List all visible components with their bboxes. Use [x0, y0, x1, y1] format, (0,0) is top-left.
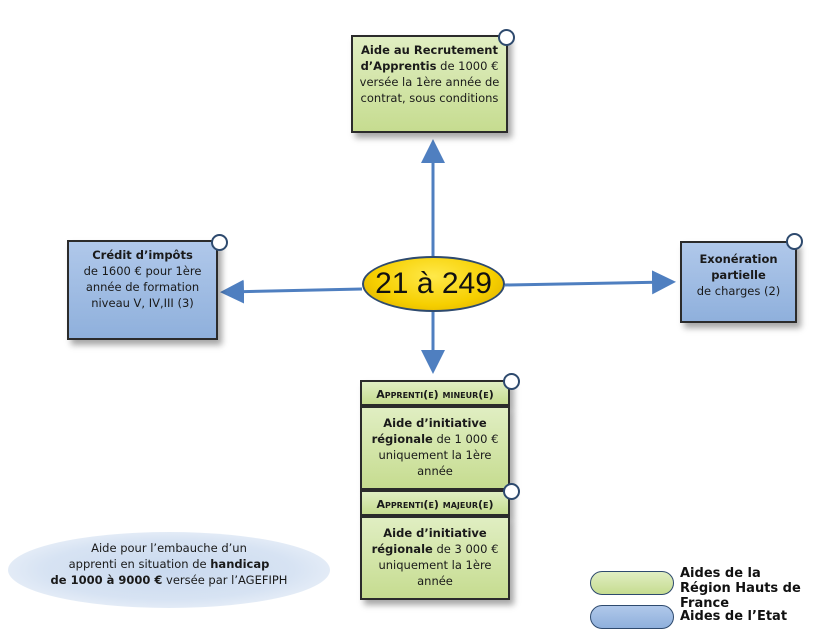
- center-label: 21 à 249: [375, 267, 492, 300]
- minor-header-label: Apprenti(e) mineur(e): [376, 388, 494, 401]
- legend-swatch-state: [590, 605, 674, 629]
- handicap-line-3-bold: de 1000 à 9000 €: [50, 573, 163, 587]
- minor-aid-title: Aide d’initiative régionale: [371, 416, 487, 446]
- circle-icon-left: [211, 234, 228, 251]
- top-aid-title: Aide au Recrutement d’Apprentis: [360, 43, 498, 73]
- legend-label-region: Aides de la Région Hauts de France: [680, 566, 801, 611]
- handicap-aid-ellipse: Aide pour l’embauche d’un apprenti en si…: [8, 532, 330, 608]
- major-header-label: Apprenti(e) majeur(e): [376, 498, 494, 511]
- handicap-line-2-bold: handicap: [210, 557, 270, 571]
- minor-header: Apprenti(e) mineur(e): [360, 380, 510, 406]
- major-header: Apprenti(e) majeur(e): [360, 490, 510, 516]
- right-aid-text: de charges (2): [696, 284, 781, 298]
- handicap-line-3-text: versée par l’AGEFIPH: [162, 573, 288, 587]
- left-aid-title: Crédit d’impôts: [92, 248, 193, 262]
- top-aid-text: de 1000 € versée la 1ère année de contra…: [359, 59, 500, 105]
- legend-label-state: Aides de l’Etat: [680, 609, 788, 624]
- handicap-line-2-text: apprenti en situation de: [68, 557, 211, 571]
- arrow-to-right: [504, 270, 676, 295]
- handicap-line-2: apprenti en situation de handicap: [8, 556, 330, 572]
- left-aid-text: de 1600 € pour 1ère année de formation n…: [83, 264, 202, 310]
- handicap-line-1: Aide pour l’embauche d’un: [91, 541, 247, 555]
- circle-icon-major: [503, 483, 520, 500]
- right-aid-box: Exonération partielle de charges (2): [680, 241, 797, 323]
- center-ellipse: 21 à 249: [362, 256, 505, 312]
- circle-icon-top: [498, 29, 515, 46]
- major-aid-box: Aide d’initiative régionale de 3 000 € u…: [360, 516, 510, 600]
- circle-icon-minor: [503, 373, 520, 390]
- major-aid-title: Aide d’initiative régionale: [371, 526, 487, 556]
- top-aid-box: Aide au Recrutement d’Apprentis de 1000 …: [351, 35, 508, 133]
- handicap-line-3: de 1000 à 9000 € versée par l’AGEFIPH: [8, 572, 330, 588]
- major-aid-text: de 3 000 € uniquement la 1ère année: [378, 542, 499, 588]
- minor-aid-text: de 1 000 € uniquement la 1ère année: [378, 432, 499, 478]
- circle-icon-right: [786, 233, 803, 250]
- right-aid-title: Exonération partielle: [699, 252, 778, 282]
- arrow-to-left: [220, 279, 363, 304]
- left-aid-box: Crédit d’impôts de 1600 € pour 1ère anné…: [67, 240, 218, 340]
- minor-aid-box: Aide d’initiative régionale de 1 000 € u…: [360, 406, 510, 490]
- legend-swatch-region: [590, 571, 674, 595]
